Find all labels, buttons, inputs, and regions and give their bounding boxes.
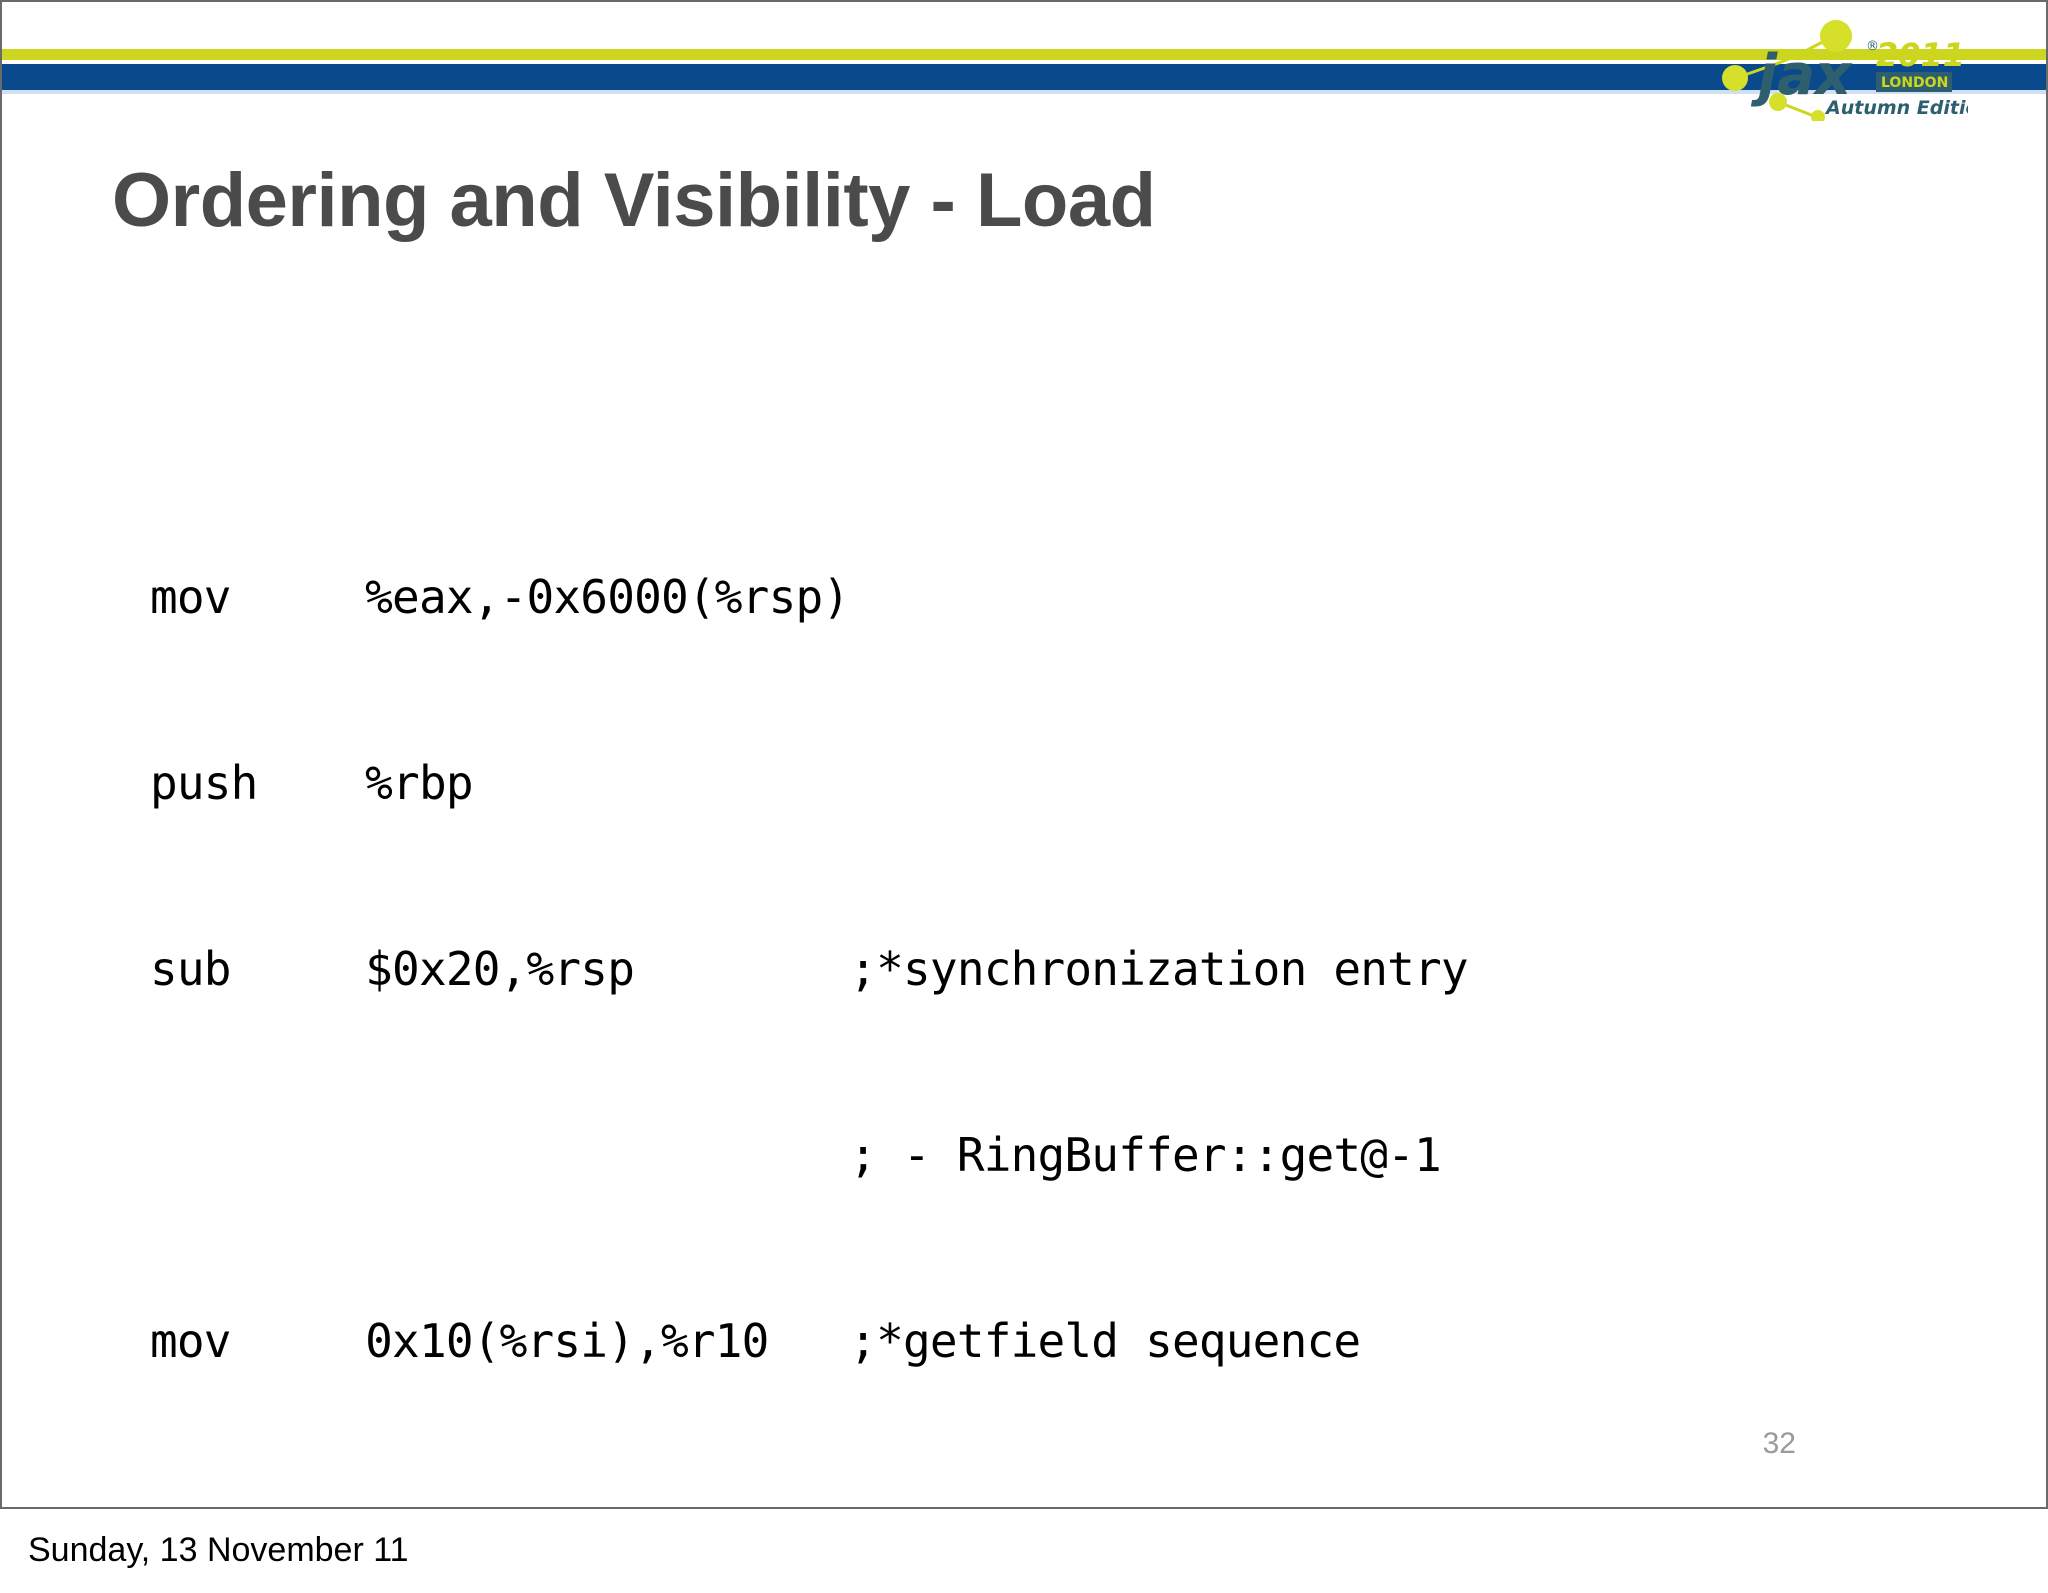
logo-trademark: ®	[1866, 39, 1879, 54]
code-line: push %rbp	[150, 756, 474, 810]
code-line: ; - RingBuffer::get@2	[150, 1496, 1468, 1507]
accent-bar-blue	[2, 64, 2046, 90]
accent-bar-light-blue	[2, 90, 2046, 94]
code-line: ; - RingBuffer::get@-1	[150, 1128, 1441, 1182]
jax-conference-logo: jax 2011 LONDON Autumn Edition ®	[1718, 16, 1968, 121]
slide-footer: Sunday, 13 November 11	[0, 1509, 2048, 1593]
page-title: Ordering and Visibility - Load	[112, 158, 1156, 243]
code-line: mov 0x10(%rsi),%r10 ;*getfield sequence	[150, 1314, 1361, 1368]
accent-bar-white	[2, 60, 2046, 64]
assembly-code-block: mov %eax,-0x6000(%rsp) push %rbp sub $0x…	[150, 442, 1469, 1507]
code-line: mov %eax,-0x6000(%rsp)	[150, 570, 850, 624]
logo-dot	[1811, 110, 1825, 121]
slide-canvas: jax 2011 LONDON Autumn Edition ® Orderin…	[0, 0, 2048, 1509]
logo-dot	[1722, 65, 1748, 91]
logo-dot	[1820, 20, 1852, 52]
logo-year: 2011	[1876, 36, 1965, 74]
logo-wordmark: jax	[1750, 43, 1853, 108]
logo-edition: Autumn Edition	[1824, 97, 1968, 119]
logo-city: LONDON	[1881, 75, 1948, 91]
footer-date: Sunday, 13 November 11	[28, 1531, 409, 1569]
logo-dot	[1769, 93, 1787, 111]
code-line: sub $0x20,%rsp ;*synchronization entry	[150, 942, 1469, 996]
logo-city-plate	[1876, 72, 1952, 92]
page-number: 32	[1762, 1427, 1796, 1460]
accent-bar-yellow	[2, 49, 2046, 60]
